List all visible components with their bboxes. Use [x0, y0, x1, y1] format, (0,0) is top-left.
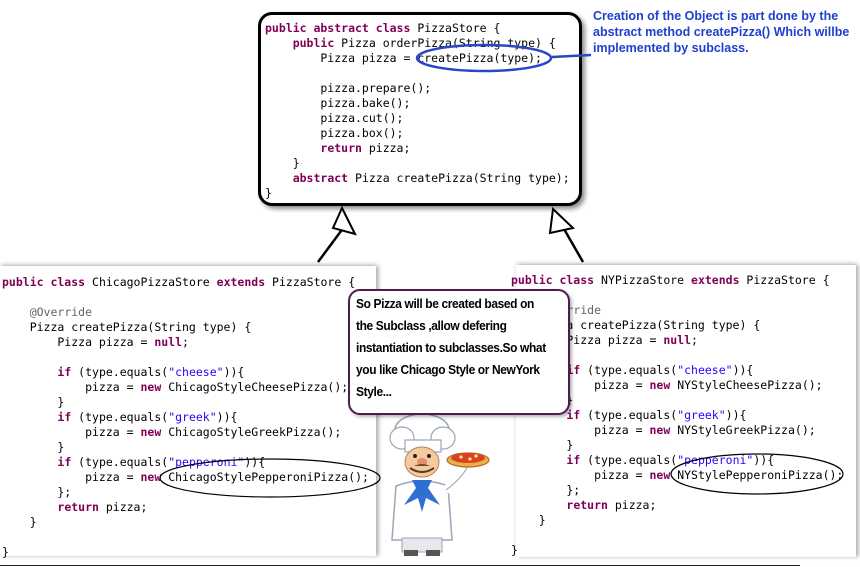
chef-icon	[390, 414, 468, 556]
ny-pepperoni-ellipse	[671, 454, 843, 494]
pizza-icon	[447, 453, 489, 467]
inheritance-arrow-icon	[318, 208, 355, 262]
highlight-connector-line	[552, 55, 591, 57]
subclass-callout-text: So Pizza will be created based on the Su…	[356, 293, 549, 403]
chicago-pepperoni-ellipse	[160, 459, 380, 497]
createpizza-highlight-ellipse	[417, 45, 551, 71]
bottom-divider	[0, 565, 800, 566]
subclass-callout: So Pizza will be created based on the Su…	[348, 289, 570, 415]
inheritance-arrow-icon	[550, 209, 583, 262]
